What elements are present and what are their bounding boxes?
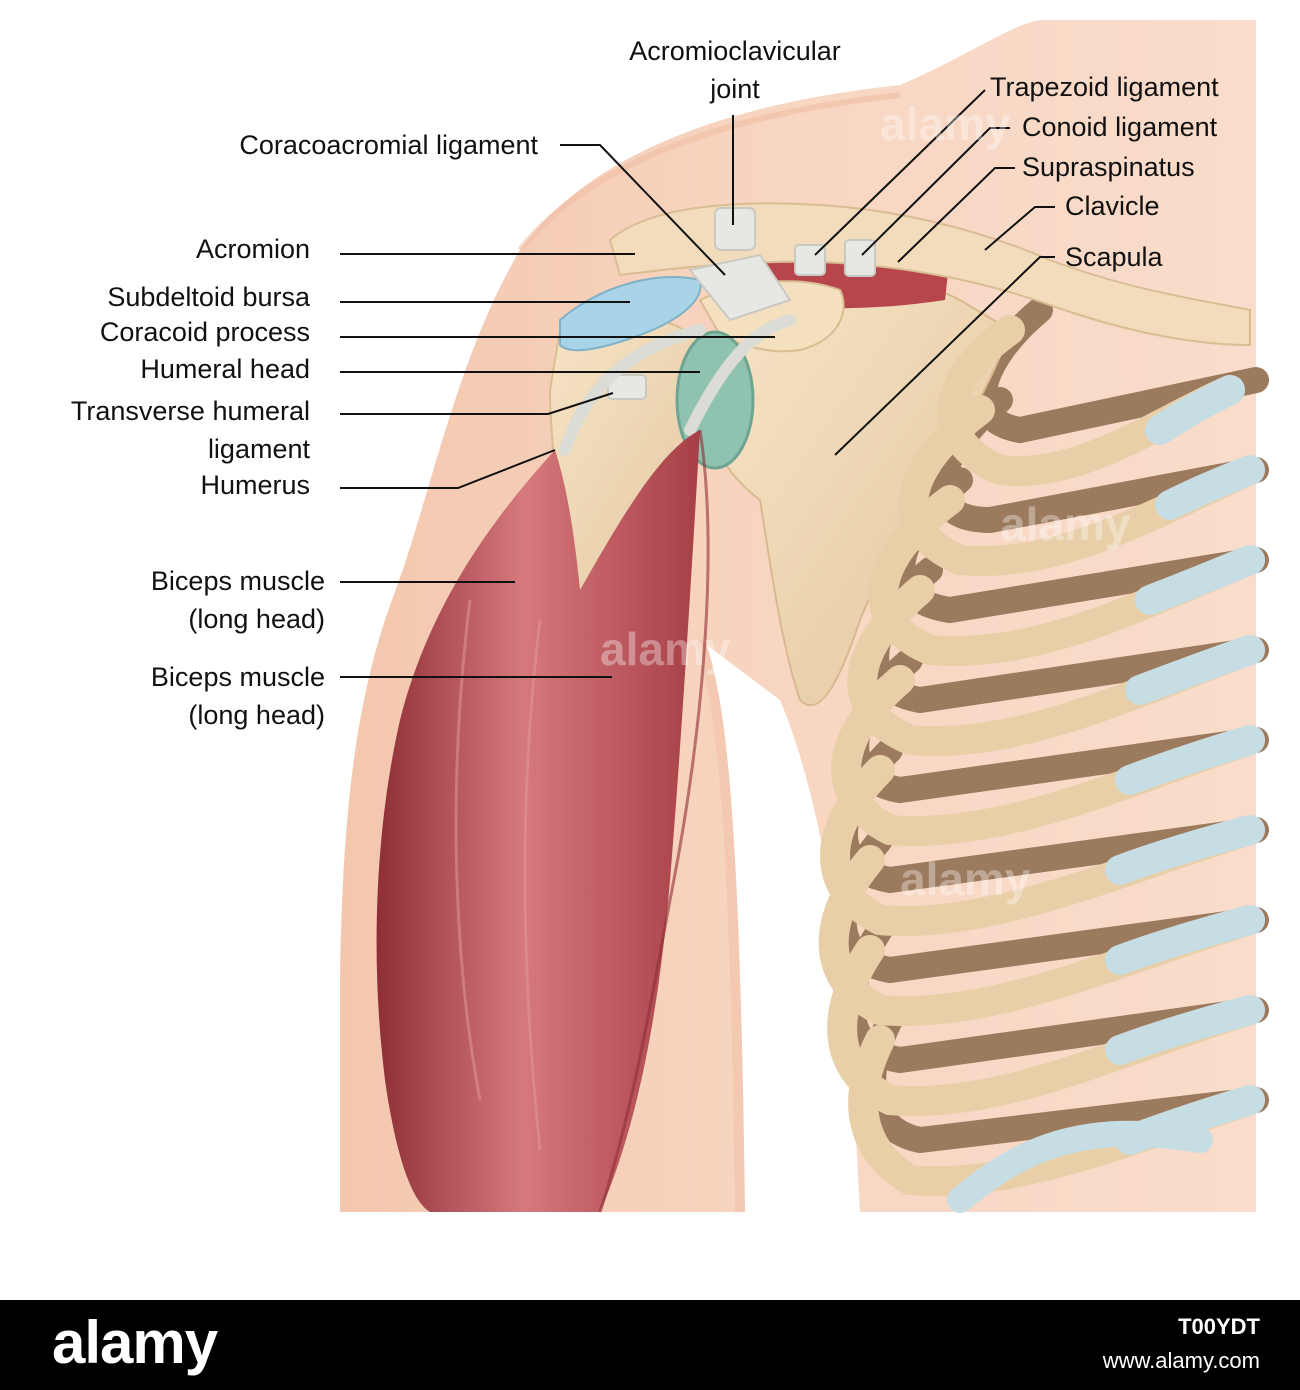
label-line: (long head) [188,700,325,730]
shoulder-anatomy-illustration: alamy alamy alamy alamy [340,20,1269,1213]
label-scapula: Scapula [1065,242,1163,272]
label-line: Acromioclavicular [629,36,841,66]
label-conoid-ligament: Conoid ligament [1022,112,1218,142]
label-trapezoid-ligament: Trapezoid ligament [990,72,1219,102]
subdeltoid-bursa-shape [559,276,702,352]
biceps-muscle [376,429,710,1213]
svg-text:alamy: alamy [1000,498,1131,550]
label-acromioclavicular-joint: Acromioclavicular joint [590,32,880,108]
leader-lines [340,89,1055,678]
label-humeral-head: Humeral head [140,354,310,384]
watermarks: alamy alamy alamy alamy [600,98,1131,905]
image-id: T00YDT [1178,1314,1260,1339]
label-biceps-long-head-2: Biceps muscle (long head) [60,658,325,734]
alamy-logo: alamy [52,1309,218,1376]
ligaments [607,207,876,400]
label-transverse-humeral-ligament: Transverse humeral ligament [10,392,310,468]
label-line: ligament [207,434,310,464]
label-line: (long head) [188,604,325,634]
svg-text:alamy: alamy [880,98,1011,150]
stock-footer-bar: alamy T00YDT www.alamy.com [0,1300,1300,1390]
site-url: www.alamy.com [1102,1348,1260,1373]
label-biceps-long-head-1: Biceps muscle (long head) [60,562,325,638]
label-subdeltoid-bursa: Subdeltoid bursa [107,282,310,312]
label-line: joint [710,74,760,104]
label-supraspinatus: Supraspinatus [1022,152,1195,182]
label-line: Biceps muscle [150,662,325,692]
label-line: Transverse humeral [70,396,310,426]
biceps-tendons [559,314,796,456]
label-acromion: Acromion [195,234,310,264]
label-line: Biceps muscle [150,566,325,596]
label-coracoid-process: Coracoid process [99,317,310,347]
label-humerus: Humerus [200,470,310,500]
svg-text:alamy: alamy [900,853,1031,905]
label-coracoacromial-ligament: Coracoacromial ligament [239,130,538,160]
label-clavicle: Clavicle [1065,191,1160,221]
svg-text:alamy: alamy [600,623,731,675]
ribcage-anterior [818,315,1265,1213]
